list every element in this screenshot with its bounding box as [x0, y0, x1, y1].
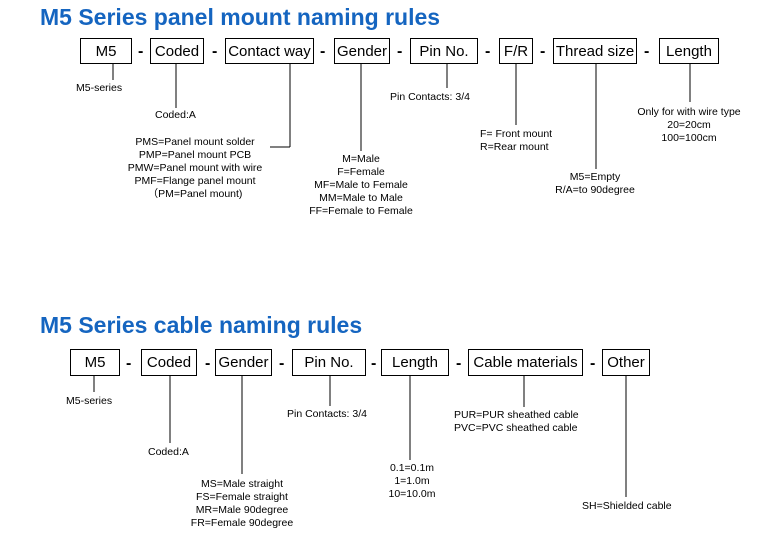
panel-note-series: M5-series — [76, 82, 123, 94]
panel-contact-pmw: PMW=Panel mount with wire — [127, 162, 263, 174]
cable-box-series: M5 — [70, 349, 120, 376]
panel-separator: - — [540, 43, 546, 60]
panel-box-length: Length — [659, 38, 719, 64]
panel-note-gender: M=Male F=Female MF=Male to Female MM=Mal… — [300, 153, 422, 218]
cable-gender-fs: FS=Female straight — [196, 491, 288, 503]
cable-note-materials: PUR=PUR sheathed cable PVC=PVC sheathed … — [454, 409, 579, 435]
cable-separator: - — [126, 355, 132, 372]
panel-thread-m5: M5=Empty — [569, 171, 621, 183]
panel-length-only: Only for with wire type — [637, 106, 741, 118]
panel-note-coded: Coded:A — [155, 109, 196, 121]
panel-length-100: 100=100cm — [661, 132, 717, 144]
panel-length-20: 20=20cm — [667, 119, 711, 131]
panel-separator: - — [320, 43, 326, 60]
cable-gender-fr: FR=Female 90degree — [190, 517, 294, 529]
panel-gender-f: F=Female — [337, 166, 385, 178]
cable-note-series: M5-series — [66, 395, 113, 407]
panel-gender-ff: FF=Female to Female — [309, 205, 413, 217]
cable-separator: - — [590, 355, 596, 372]
panel-separator: - — [212, 43, 218, 60]
panel-contact-pms: PMS=Panel mount solder — [135, 136, 255, 148]
panel-gender-mm: MM=Male to Male — [319, 192, 403, 204]
cable-separator: - — [456, 355, 462, 372]
cable-note-length: 0.1=0.1m 1=1.0m 10=10.0m — [375, 462, 449, 501]
cable-separator: - — [205, 355, 211, 372]
panel-note-thread: M5=Empty R/A=to 90degree — [545, 171, 645, 197]
panel-title: M5 Series panel mount naming rules — [40, 4, 441, 30]
cable-title: M5 Series cable naming rules — [40, 312, 363, 338]
cable-separator: - — [279, 355, 285, 372]
cable-note-pin: Pin Contacts: 3/4 — [287, 408, 367, 420]
panel-note-contact-way: PMS=Panel mount solder PMP=Panel mount P… — [120, 136, 270, 201]
panel-box-series: M5 — [80, 38, 132, 64]
cable-note-coded: Coded:A — [148, 446, 189, 458]
panel-separator: - — [485, 43, 491, 60]
cable-box-materials: Cable materials — [468, 349, 583, 376]
cable-note-other: SH=Shielded cable — [582, 500, 672, 512]
panel-contact-pmf: PMF=Flange panel mount — [134, 175, 256, 187]
cable-box-pin-no: Pin No. — [292, 349, 366, 376]
panel-fr-rear: R=Rear mount — [480, 141, 549, 153]
panel-contact-pm: （PM=Panel mount) — [147, 188, 243, 200]
panel-note-length: Only for with wire type 20=20cm 100=100c… — [630, 106, 748, 145]
panel-note-pin: Pin Contacts: 3/4 — [390, 91, 470, 103]
panel-box-thread-size: Thread size — [553, 38, 637, 64]
cable-materials-pvc: PVC=PVC sheathed cable — [454, 422, 578, 434]
panel-box-coded: Coded — [150, 38, 204, 64]
panel-separator: - — [644, 43, 650, 60]
panel-gender-mf: MF=Male to Female — [314, 179, 408, 191]
panel-box-contact-way: Contact way — [225, 38, 314, 64]
cable-materials-pur: PUR=PUR sheathed cable — [454, 409, 579, 421]
panel-thread-ra: R/A=to 90degree — [555, 184, 635, 196]
cable-box-length: Length — [381, 349, 449, 376]
cable-length-01: 0.1=0.1m — [389, 462, 435, 474]
cable-gender-ms: MS=Male straight — [201, 478, 283, 490]
cable-gender-mr: MR=Male 90degree — [195, 504, 289, 516]
cable-box-gender: Gender — [215, 349, 272, 376]
cable-box-coded: Coded — [141, 349, 197, 376]
cable-box-other: Other — [602, 349, 650, 376]
cable-length-1: 1=1.0m — [394, 475, 430, 487]
panel-fr-front: F= Front mount — [480, 128, 553, 140]
panel-note-fr: F= Front mount R=Rear mount — [480, 128, 552, 154]
cable-length-10: 10=10.0m — [388, 488, 436, 500]
panel-box-gender: Gender — [334, 38, 390, 64]
panel-contact-pmp: PMP=Panel mount PCB — [138, 149, 252, 161]
panel-box-fr: F/R — [499, 38, 533, 64]
panel-separator: - — [138, 43, 144, 60]
cable-separator: - — [371, 355, 377, 372]
panel-gender-m: M=Male — [342, 153, 380, 165]
panel-box-pin-no: Pin No. — [410, 38, 478, 64]
panel-separator: - — [397, 43, 403, 60]
cable-note-gender: MS=Male straight FS=Female straight MR=M… — [180, 478, 304, 530]
